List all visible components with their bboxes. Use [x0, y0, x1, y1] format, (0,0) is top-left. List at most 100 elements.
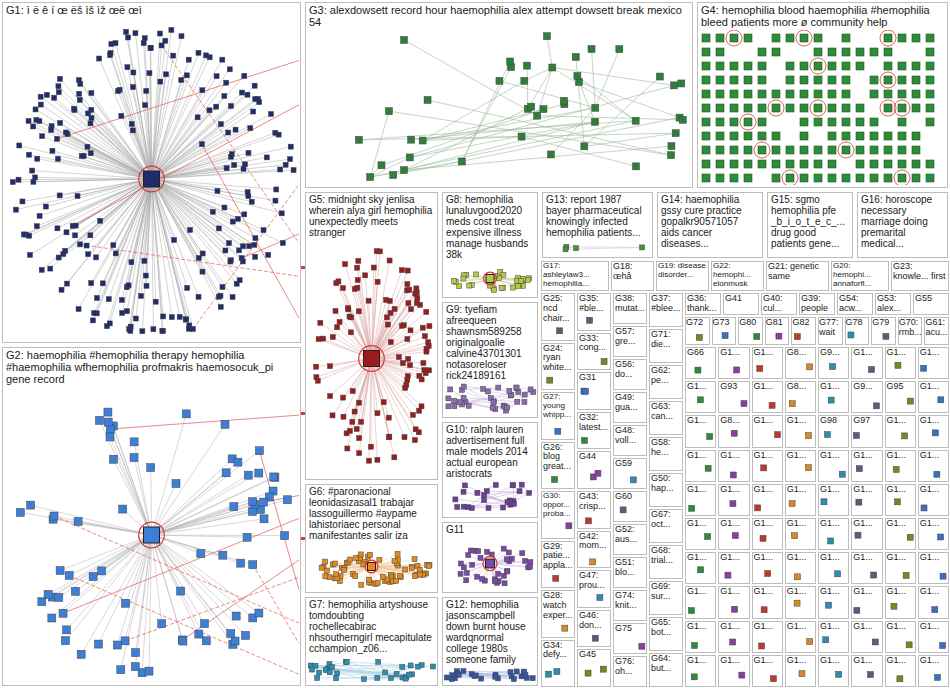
network-vertex — [177, 314, 182, 319]
group-tile: G74: knit... — [613, 590, 647, 621]
network-vertex — [446, 396, 451, 401]
network-vertex — [523, 559, 528, 564]
network-vertex — [884, 34, 892, 42]
network-edge — [24, 179, 152, 234]
group-label: G9: tyefiam afreequeen shawnsm589258 ori… — [446, 304, 534, 381]
network-vertex — [496, 385, 501, 390]
network-edge — [135, 33, 151, 179]
network-vertex — [147, 71, 152, 76]
network-vertex — [932, 430, 938, 436]
network-vertex — [56, 84, 61, 89]
network-edge — [108, 422, 151, 535]
network-vertex — [898, 76, 906, 84]
network-vertex — [246, 150, 251, 155]
group-tile: G8... — [718, 415, 749, 447]
network-edge — [152, 179, 240, 250]
network-edge — [372, 251, 377, 358]
network-vertex — [148, 45, 153, 50]
inter-group-edge — [125, 577, 299, 641]
network-vertex — [800, 62, 808, 70]
network-vertex — [352, 287, 357, 292]
network-vertex — [893, 466, 899, 472]
network-drawing — [686, 463, 715, 479]
network-vertex — [223, 248, 228, 253]
network-edge — [152, 179, 233, 297]
network-vertex — [142, 36, 147, 41]
group-label: G73 — [713, 318, 736, 328]
network-vertex — [409, 307, 414, 312]
network-vertex — [226, 241, 231, 246]
group-label: G33: cong... — [579, 334, 609, 354]
network-vertex — [78, 81, 83, 86]
group-label: G78 — [846, 318, 869, 328]
network-vertex — [188, 227, 193, 232]
group-label: G52: aus... — [615, 525, 645, 545]
network-vertex — [185, 285, 190, 290]
network-vertex — [158, 620, 166, 628]
network-drawing — [578, 435, 610, 447]
inter-group-edge — [242, 234, 299, 258]
network-vertex — [56, 90, 61, 95]
network-vertex — [33, 107, 38, 112]
network-vertex — [108, 50, 113, 55]
network-vertex — [479, 676, 484, 681]
network-vertex — [242, 73, 247, 78]
group-tile: G16: horoscope necessary marriage doing … — [857, 192, 948, 258]
group-tile: G35: #ble... — [577, 293, 611, 331]
group-tile: G11 — [442, 522, 538, 593]
network-edge — [152, 60, 189, 179]
network-vertex — [195, 630, 203, 638]
network-vertex — [98, 567, 106, 575]
network-vertex — [390, 171, 397, 178]
group-tile: G26: blog great... — [541, 442, 575, 490]
network-vertex — [172, 480, 180, 488]
network-vertex — [481, 386, 486, 391]
network-vertex — [756, 366, 762, 372]
network-vertex — [109, 455, 117, 463]
group-tile: G37: #blee... — [649, 293, 683, 327]
network-vertex — [408, 363, 413, 368]
hub-vertex — [144, 171, 160, 187]
group-label: G13: report 1987 bayer pharmaceutical kn… — [546, 194, 649, 238]
network-vertex — [426, 564, 431, 569]
network-vertex — [199, 142, 204, 147]
network-drawing — [306, 240, 437, 477]
network-vertex — [507, 58, 514, 65]
network-drawing — [819, 360, 848, 376]
network-vertex — [523, 62, 530, 69]
network-vertex — [562, 625, 568, 631]
network-vertex — [800, 34, 808, 42]
network-edge — [423, 104, 565, 140]
network-vertex — [926, 62, 934, 70]
network-edge — [462, 67, 511, 161]
network-vertex — [130, 454, 138, 462]
group-label: G15: sgmo hemophilia pfe _b_i_o_t_e_c_..… — [771, 194, 849, 249]
network-drawing — [578, 385, 610, 407]
network-drawing — [686, 428, 715, 444]
network-vertex — [884, 160, 892, 168]
network-vertex — [368, 444, 373, 449]
network-vertex — [566, 523, 572, 529]
network-vertex — [139, 293, 144, 298]
inter-group-edge — [253, 565, 299, 644]
network-highlight — [880, 30, 896, 46]
group-tile: G42: mom... — [577, 531, 611, 569]
network-vertex — [901, 433, 907, 439]
network-vertex — [200, 88, 205, 93]
group-label: G10: ralph lauren advertisement full mal… — [446, 424, 534, 479]
group-label: G61: acu... — [925, 318, 948, 338]
network-edge — [152, 424, 226, 535]
network-edge — [51, 130, 151, 179]
network-vertex — [786, 104, 794, 112]
group-tile: G41 — [723, 293, 759, 315]
network-drawing — [614, 471, 646, 486]
network-vertex — [716, 104, 724, 112]
network-vertex — [758, 118, 766, 126]
network-vertex — [61, 637, 69, 645]
group-label: G49: gua... — [615, 393, 645, 413]
network-vertex — [35, 156, 40, 161]
group-label: G32: latest... — [579, 413, 609, 433]
hub-vertex — [364, 351, 380, 367]
group-tile: G1... — [718, 347, 749, 379]
